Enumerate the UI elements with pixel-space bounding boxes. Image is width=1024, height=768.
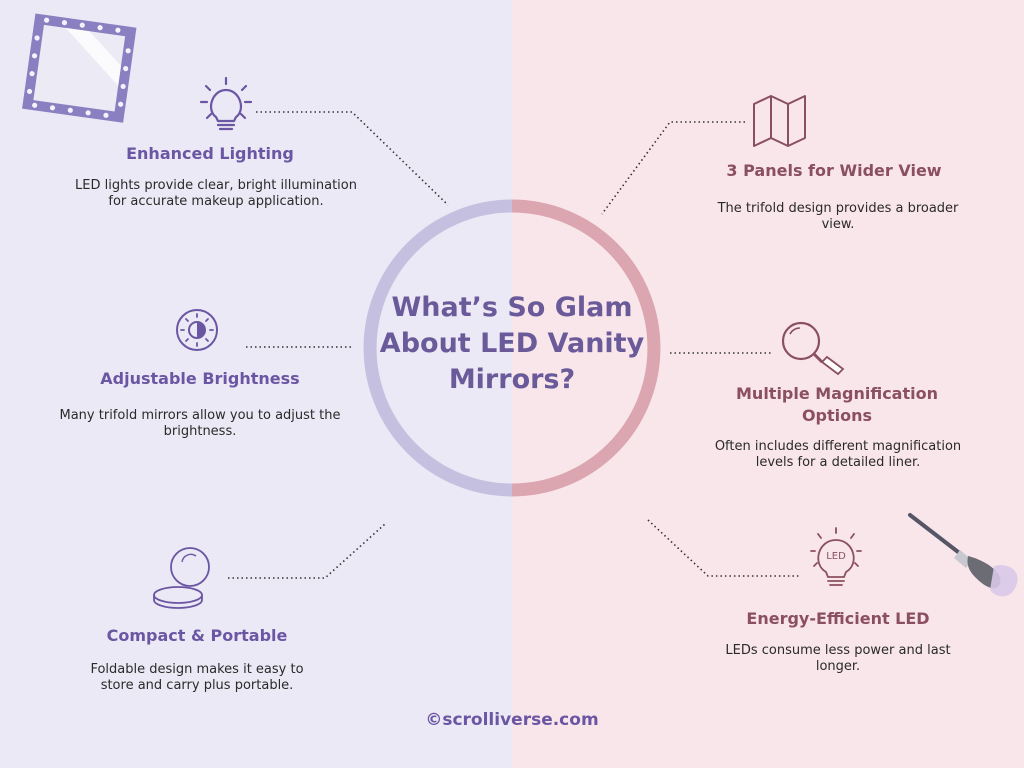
feature-heading-energy-efficient: Energy-Efficient LED	[746, 609, 930, 628]
footer-credit: ©scrolliverse.com	[425, 710, 599, 730]
feature-heading-adjustable-brightness: Adjustable Brightness	[100, 369, 300, 388]
right-background	[512, 0, 1024, 768]
makeup-brush-icon	[908, 513, 1018, 597]
led-bulb-label: LED	[826, 551, 846, 562]
ring-right-half	[511, 199, 661, 497]
feature-desc-enhanced-lighting: LED lights provide clear, bright illumin…	[75, 178, 357, 209]
feature-heading-magnification: Multiple Magnification Options	[736, 384, 938, 425]
connector-enhanced-lighting	[256, 111, 449, 206]
vanity-mirror-icon	[22, 13, 137, 123]
feature-desc-energy-efficient: LEDs consume less power and last longer.	[725, 643, 951, 674]
brightness-icon	[176, 309, 218, 351]
trifold-map-icon	[753, 95, 806, 147]
compact-mirror-icon	[153, 547, 210, 609]
connectors	[228, 111, 800, 579]
feature-desc-adjustable-brightness: Many trifold mirrors allow you to adjust…	[59, 408, 341, 439]
main-title: What’s So Glam About LED Vanity Mirrors?	[379, 292, 645, 395]
feature-heading-enhanced-lighting: Enhanced Lighting	[126, 144, 294, 163]
feature-heading-three-panels: 3 Panels for Wider View	[726, 161, 942, 180]
connector-energy-efficient	[647, 519, 800, 577]
feature-desc-magnification: Often includes different magnification l…	[714, 439, 962, 470]
feature-desc-compact-portable: Foldable design makes it easy to store a…	[90, 662, 304, 693]
feature-heading-compact-portable: Compact & Portable	[106, 626, 288, 645]
magnifier-icon	[781, 321, 845, 376]
left-background	[0, 0, 512, 768]
feature-desc-three-panels: The trifold design provides a broader vi…	[717, 201, 959, 232]
connector-compact-portable	[228, 523, 386, 579]
lightbulb-icon	[199, 76, 253, 131]
led-bulb-icon	[810, 527, 862, 586]
ring-left-half	[363, 199, 513, 497]
